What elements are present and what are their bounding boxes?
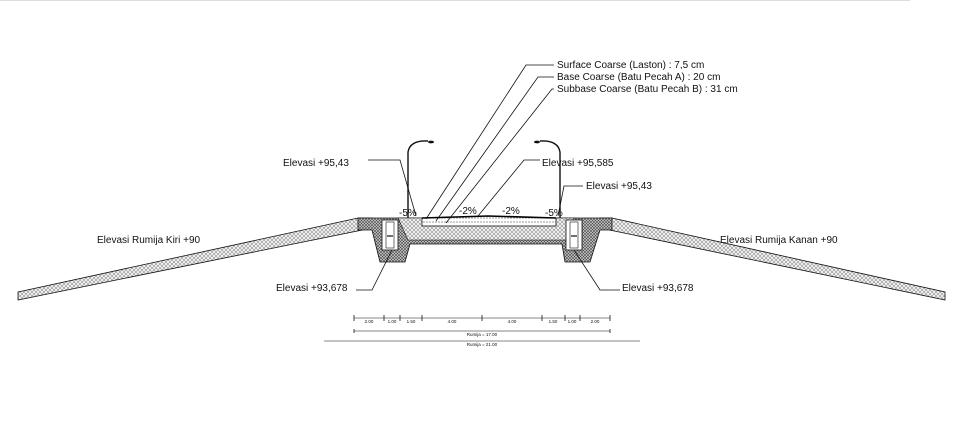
left-street-lamp-icon <box>407 140 434 218</box>
dimension-segments: 2.00 1.00 1.50 4.00 4.00 1.50 1.00 2.00 <box>353 315 611 324</box>
dimension-rumija-21: Rumija = 21.00 <box>324 340 640 347</box>
elevation-right-bottom: Elevasi +93,678 <box>622 283 694 294</box>
left-ditch <box>381 219 399 251</box>
dimension-label: 4.00 <box>448 319 457 324</box>
svg-text:Rumija = 21.00: Rumija = 21.00 <box>467 342 498 347</box>
svg-text:Rumija = 17.00: Rumija = 17.00 <box>467 332 498 337</box>
dimension-label: 1.00 <box>388 319 397 324</box>
top-border <box>0 0 910 1</box>
dimension-rumija-17: Rumija = 17.00 <box>353 329 611 337</box>
slope-label: -5% <box>545 208 563 219</box>
slope-label: -2% <box>502 206 520 217</box>
dimension-label: 1.50 <box>549 319 558 324</box>
elevation-left-top: Elevasi +95,43 <box>283 158 349 169</box>
elevation-center: Elevasi +95,585 <box>542 158 614 169</box>
layer-subbase-label: Subbase Coarse (Batu Pecah B) : 31 cm <box>557 84 738 95</box>
elevation-left-bottom: Elevasi +93,678 <box>276 283 348 294</box>
rumija-left-label: Elevasi Rumija Kiri +90 <box>97 235 201 246</box>
slope-label: -2% <box>459 206 477 217</box>
slope-label: -5% <box>399 208 417 219</box>
rumija-right-label: Elevasi Rumija Kanan +90 <box>720 235 838 246</box>
dimension-label: 2.00 <box>591 319 600 324</box>
right-ditch <box>565 219 583 251</box>
right-street-lamp-icon <box>534 140 561 218</box>
layer-base-label: Base Coarse (Batu Pecah A) : 20 cm <box>557 72 720 83</box>
layer-surface-label: Surface Coarse (Laston) : 7,5 cm <box>557 60 704 71</box>
elevation-right-top: Elevasi +95,43 <box>586 181 652 192</box>
dimension-label: 1.00 <box>568 319 577 324</box>
dimension-label: 1.50 <box>407 319 416 324</box>
dimension-label: 4.00 <box>508 319 517 324</box>
dimension-label: 2.00 <box>365 319 374 324</box>
